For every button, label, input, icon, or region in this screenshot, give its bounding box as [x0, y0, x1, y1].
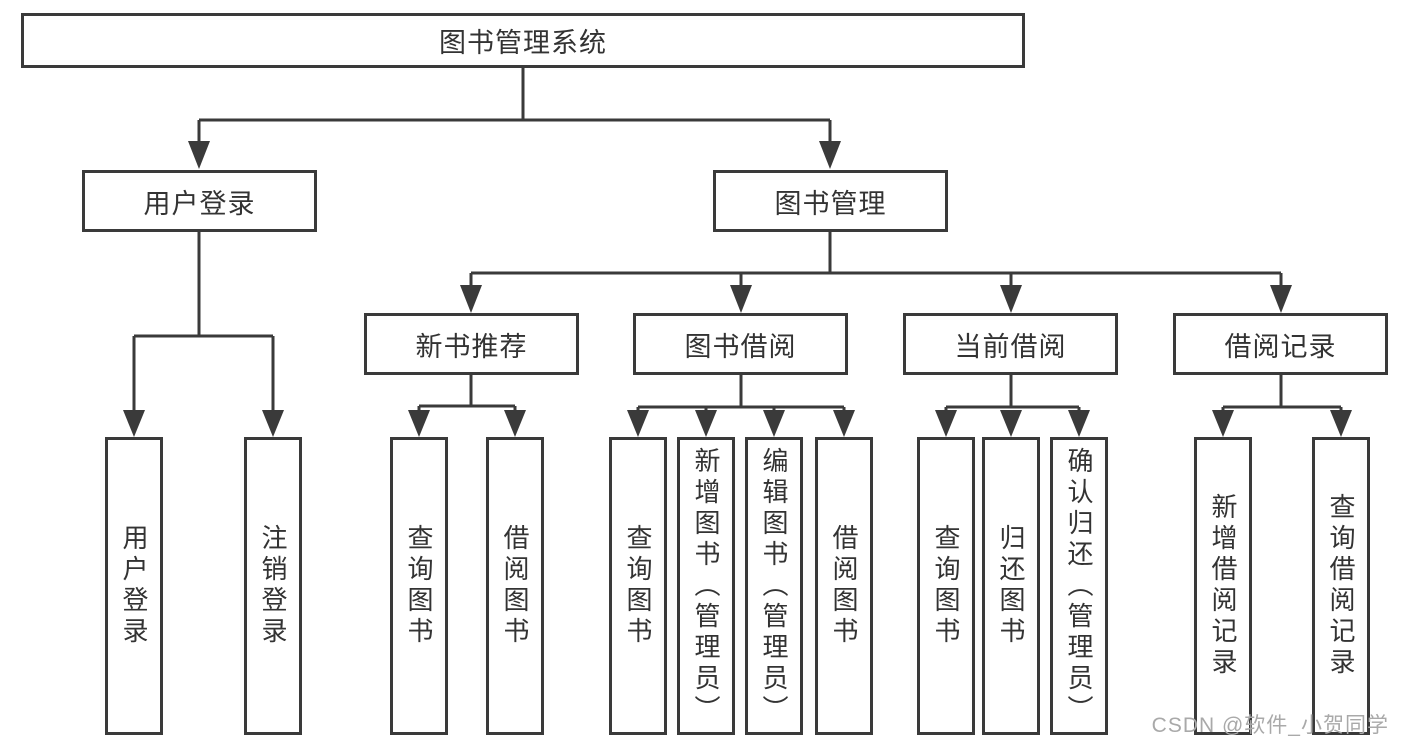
arrowhead	[1068, 410, 1090, 437]
node-new-book-recommend: 新书推荐	[364, 313, 579, 375]
node-user-login: 用户登录	[82, 170, 317, 232]
arrowhead	[262, 410, 284, 437]
leaf-recommend-borrow-books: 借阅图书	[486, 437, 544, 735]
arrowhead	[1212, 410, 1234, 437]
leaf-user-login: 用户登录	[105, 437, 163, 735]
edge-currentborrow-to-leaves	[944, 375, 1081, 414]
arrowhead	[763, 410, 785, 437]
arrowhead	[460, 285, 482, 313]
node-book-management: 图书管理	[713, 170, 948, 232]
edge-bookborrow-to-leaves	[636, 375, 846, 414]
leaf-current-query-books: 查询图书	[917, 437, 975, 735]
arrowhead	[1000, 285, 1022, 313]
edge-borrowrecords-to-leaves	[1221, 375, 1343, 414]
leaf-return-books: 归还图书	[982, 437, 1040, 735]
leaf-borrow-books: 借阅图书	[815, 437, 873, 735]
edge-root-to-level1	[197, 68, 832, 146]
node-borrow-records: 借阅记录	[1173, 313, 1388, 375]
arrowhead	[1270, 285, 1292, 313]
leaf-confirm-return-admin: 确认归还（管理员）	[1050, 437, 1108, 735]
node-current-borrow: 当前借阅	[903, 313, 1118, 375]
arrowhead	[504, 410, 526, 437]
arrowhead	[833, 410, 855, 437]
node-library-management-system: 图书管理系统	[21, 13, 1025, 68]
node-book-borrow: 图书借阅	[633, 313, 848, 375]
csdn-watermark: CSDN @软件_小贺同学	[1151, 714, 1389, 737]
leaf-edit-books-admin: 编辑图书（管理员）	[745, 437, 803, 735]
leaf-logout: 注销登录	[244, 437, 302, 735]
arrowhead	[1330, 410, 1352, 437]
leaf-add-books-admin: 新增图书（管理员）	[677, 437, 735, 735]
arrowhead	[819, 141, 841, 169]
edge-userlogin-to-leaves	[132, 232, 275, 414]
arrowhead	[1000, 410, 1022, 437]
arrowhead	[935, 410, 957, 437]
arrowhead	[123, 410, 145, 437]
leaf-recommend-query-books: 查询图书	[390, 437, 448, 735]
edge-bookmgmt-to-level2	[469, 232, 1283, 290]
leaf-borrow-query-books: 查询图书	[609, 437, 667, 735]
arrowhead	[408, 410, 430, 437]
arrowhead	[188, 141, 210, 169]
leaf-add-borrow-record: 新增借阅记录	[1194, 437, 1252, 735]
arrowhead	[627, 410, 649, 437]
leaf-query-borrow-record: 查询借阅记录	[1312, 437, 1370, 735]
arrowhead	[730, 285, 752, 313]
arrowhead	[695, 410, 717, 437]
edge-newbook-to-leaves	[417, 375, 517, 414]
